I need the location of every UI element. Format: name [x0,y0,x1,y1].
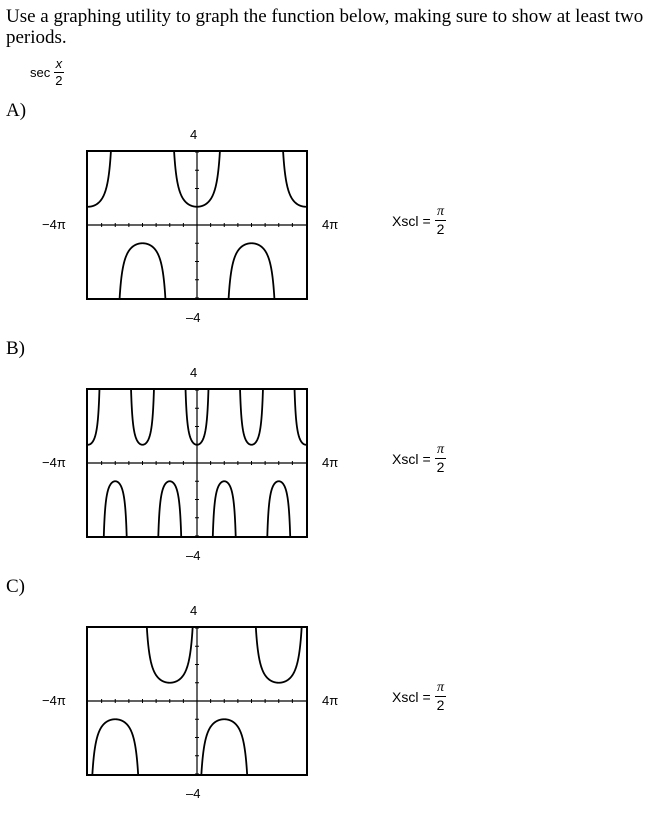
choice-b-xscl: Xscl = π 2 [392,442,447,475]
xscl-fraction: π 2 [435,204,447,237]
xscl-denominator: 2 [436,697,445,713]
choice-b-ymin-label: –4 [186,548,201,563]
choice-a-xmax-label: 4π [322,217,339,232]
xscl-equals: = [422,212,431,229]
function-denominator: 2 [55,73,63,88]
choice-c-xmax-label: 4π [322,693,339,708]
function-numerator: x [53,56,65,73]
xscl-label: Xscl [392,212,419,229]
choice-c-xmin-label: −4π [42,693,66,708]
xscl-equals: = [422,450,431,467]
choice-b-xmax-label: 4π [322,455,339,470]
choice-c-label: C) [6,576,25,597]
choice-b[interactable]: B) 4 −4π 4π –4 Xscl = π 2 [0,338,653,578]
function-fraction: x 2 [53,56,65,89]
function-name: sec [30,65,51,80]
choice-a[interactable]: A) 4 −4π 4π –4 Xscl = π 2 [0,100,653,340]
choice-b-graph [88,390,306,536]
xscl-numerator: π [435,680,447,697]
xscl-label: Xscl [392,688,419,705]
choice-c-ymin-label: –4 [186,786,201,801]
xscl-numerator: π [435,204,447,221]
function-curve [88,152,306,298]
choice-a-xscl: Xscl = π 2 [392,204,447,237]
choice-b-xmin-label: −4π [42,455,66,470]
question-prompt: Use a graphing utility to graph the func… [6,6,644,48]
choice-b-graph-screen [86,388,308,538]
choice-c-xscl: Xscl = π 2 [392,680,447,713]
choice-c[interactable]: C) 4 −4π 4π –4 Xscl = π 2 [0,576,653,816]
function-expression: sec x 2 [30,56,65,89]
choice-a-xmin-label: −4π [42,217,66,232]
function-curve [88,390,306,536]
choice-a-label: A) [6,100,27,121]
xscl-numerator: π [435,442,447,459]
choice-a-graph-screen [86,150,308,300]
choice-a-ymin-label: –4 [186,310,201,325]
choice-c-graph-screen [86,626,308,776]
choice-b-label: B) [6,338,25,359]
xscl-equals: = [422,688,431,705]
xscl-fraction: π 2 [435,680,447,713]
choice-b-ymax-label: 4 [190,365,198,380]
xscl-label: Xscl [392,450,419,467]
xscl-denominator: 2 [436,221,445,237]
xscl-denominator: 2 [436,459,445,475]
choice-c-graph [88,628,306,774]
xscl-fraction: π 2 [435,442,447,475]
choice-a-ymax-label: 4 [190,127,198,142]
choice-a-graph [88,152,306,298]
function-curve [91,628,303,774]
choice-c-ymax-label: 4 [190,603,198,618]
